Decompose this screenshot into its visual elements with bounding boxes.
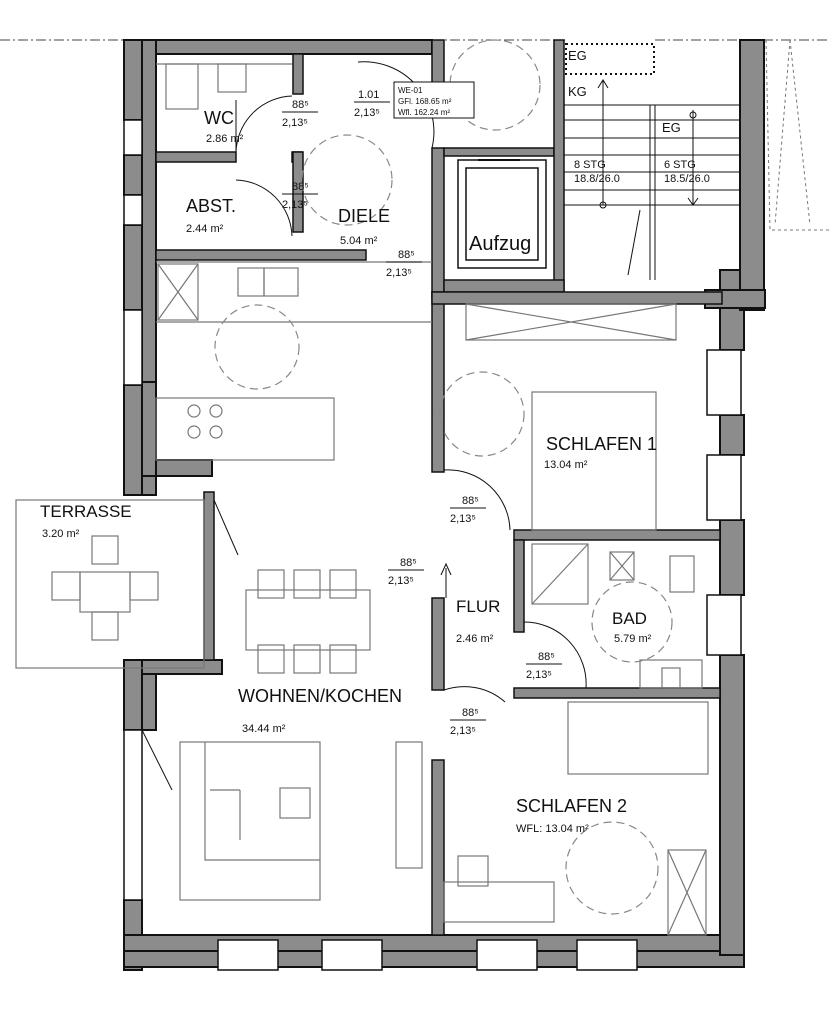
unit-wfl: Wfl. 162.24 m²	[398, 108, 450, 117]
room-name-flur: FLUR	[456, 597, 500, 616]
door-height: 2,13⁵	[388, 575, 414, 587]
room-area-flur: 2.46 m²	[456, 633, 494, 645]
stair-flight1: 8 STG	[574, 159, 606, 171]
elevator	[457, 159, 547, 269]
room-name-terrasse: TERRASSE	[40, 502, 132, 521]
room-name-schlafen2: SCHLAFEN 2	[516, 796, 627, 816]
room-area-diele: 5.04 m²	[340, 235, 378, 247]
interior-walls	[155, 39, 723, 936]
door-width: 88⁵	[398, 249, 415, 261]
bottom-windows	[217, 939, 638, 971]
room-name-wohnen: WOHNEN/KOCHEN	[238, 686, 402, 706]
door-height: 2,13⁵	[282, 117, 308, 129]
door-width: 88⁵	[292, 181, 309, 193]
turning-circles	[214, 39, 673, 915]
room-name-diele: DIELE	[338, 206, 390, 226]
door-label-wc: 88⁵ 2,13⁵	[282, 99, 318, 129]
entrance-number: 1.01	[358, 89, 379, 101]
exterior-walls	[123, 39, 766, 971]
unit-id: WE-01	[398, 86, 423, 95]
door-width: 88⁵	[462, 495, 479, 507]
door-width: 88⁵	[292, 99, 309, 111]
stair-flight2-ratio: 18.5/26.0	[664, 173, 710, 185]
door-label-kitchen: 88⁵ 2,13⁵	[386, 249, 422, 279]
furniture	[15, 63, 709, 936]
stair-flight2: 6 STG	[664, 159, 696, 171]
right-windows	[706, 349, 742, 656]
entrance-label: 1.01 2,13⁵	[354, 89, 390, 119]
room-area-bad: 5.79 m²	[614, 633, 652, 645]
stair-flight1-ratio: 18.8/26.0	[574, 173, 620, 185]
room-area-wc: 2.86 m²	[206, 133, 244, 145]
unit-gfl: GFl. 168.65 m²	[398, 97, 452, 106]
door-label-abst: 88⁵ 2,13⁵	[282, 181, 318, 211]
room-name-abst: ABST.	[186, 196, 236, 216]
stair-label-eg: EG	[662, 120, 681, 135]
door-height: 2,13⁵	[450, 725, 476, 737]
unit-info-box: WE-01 GFl. 168.65 m² Wfl. 162.24 m²	[393, 81, 475, 119]
door-label-schlafen1: 88⁵ 2,13⁵	[450, 495, 486, 525]
room-name-schlafen1: SCHLAFEN 1	[546, 434, 657, 454]
door-width: 88⁵	[462, 707, 479, 719]
room-area-terrasse: 3.20 m²	[42, 528, 80, 540]
stair-label-kg: KG	[568, 84, 587, 99]
outside-dashes	[765, 39, 830, 231]
room-area-schlafen2: WFL: 13.04 m²	[516, 823, 589, 835]
door-height: 2,13⁵	[526, 669, 552, 681]
door-height: 2,13⁵	[282, 199, 308, 211]
room-name-wc: WC	[204, 108, 234, 128]
stair-label-eg-top: EG	[568, 48, 587, 63]
door-label-schlafen2: 88⁵ 2,13⁵	[450, 707, 486, 737]
room-name-bad: BAD	[612, 609, 647, 628]
door-label-bad: 88⁵ 2,13⁵	[526, 651, 562, 681]
left-windows	[123, 119, 143, 901]
door-label-wohnen: 88⁵ 2,13⁵	[388, 557, 424, 587]
entrance-height: 2,13⁵	[354, 107, 380, 119]
room-area-wohnen: 34.44 m²	[242, 723, 286, 735]
door-height: 2,13⁵	[386, 267, 412, 279]
door-width: 88⁵	[538, 651, 555, 663]
door-swings	[141, 61, 587, 791]
room-area-abst: 2.44 m²	[186, 223, 224, 235]
stairs	[564, 43, 740, 280]
door-height: 2,13⁵	[450, 513, 476, 525]
room-name-aufzug: Aufzug	[469, 233, 531, 255]
door-width: 88⁵	[400, 557, 417, 569]
room-area-schlafen1: 13.04 m²	[544, 459, 588, 471]
